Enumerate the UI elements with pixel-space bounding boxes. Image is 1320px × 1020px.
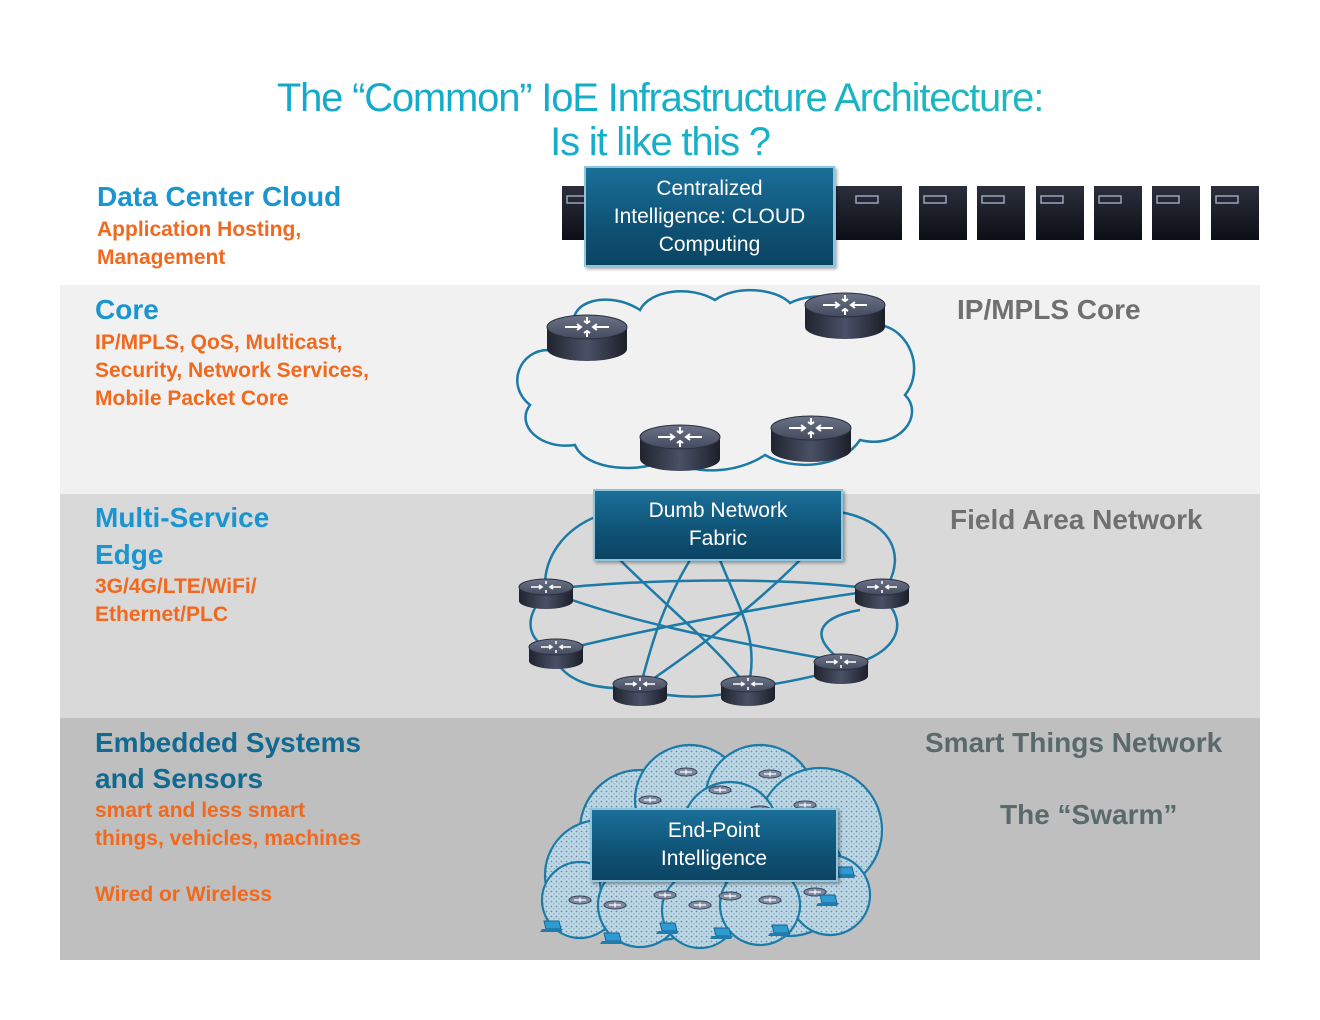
field-router-icon — [518, 578, 574, 610]
wired-or-wireless-label: Wired or Wireless — [95, 883, 273, 906]
core-desc-line1: IP/MPLS, QoS, Multicast, — [95, 331, 343, 354]
server-icon — [919, 186, 967, 240]
embedded-systems-desc-line2: things, vehicles, machines — [95, 827, 362, 850]
server-icon — [1036, 186, 1084, 240]
diagram-title-line2: Is it like this ? — [0, 120, 1320, 164]
field-area-network-label: Field Area Network — [950, 504, 1203, 535]
field-router-icon — [854, 578, 910, 610]
embedded-systems-heading-line1: Embedded Systems — [95, 727, 362, 758]
multi-service-edge-heading-line2: Edge — [95, 539, 164, 570]
server-icon — [1152, 186, 1200, 240]
core-heading: Core — [95, 294, 159, 325]
server-icon — [1211, 186, 1259, 240]
field-router-icon — [720, 675, 776, 707]
embedded-systems-desc-line1: smart and less smart — [95, 799, 306, 822]
core-router-icon — [804, 292, 886, 340]
field-router-icon — [612, 675, 668, 707]
server-icon — [977, 186, 1025, 240]
multi-service-edge-heading-line1: Multi-Service — [95, 502, 270, 533]
embedded-systems-heading-line2: and Sensors — [95, 763, 264, 794]
data-center-cloud-heading: Data Center Cloud — [97, 181, 342, 212]
end-point-intelligence-text: End-Point Intelligence — [660, 819, 768, 870]
centralized-intelligence-callout: Centralized Intelligence: CLOUD Computin… — [584, 166, 835, 267]
dumb-network-fabric-text: Dumb Network Fabric — [648, 499, 788, 550]
the-swarm-label: The “Swarm” — [1000, 799, 1178, 830]
field-router-icon — [813, 653, 869, 685]
core-desc-line3: Mobile Packet Core — [95, 387, 289, 410]
core-cloud-outline — [516, 289, 916, 472]
field-area-links — [529, 510, 899, 698]
multi-service-edge-desc-line2: Ethernet/PLC — [95, 603, 229, 626]
core-router-icon — [546, 314, 628, 362]
multi-service-edge-desc-line1: 3G/4G/LTE/WiFi/ — [95, 575, 257, 598]
data-center-cloud-desc-line1: Application Hosting, — [97, 218, 302, 241]
centralized-intelligence-text: Centralized Intelligence: CLOUD Computin… — [613, 176, 806, 256]
end-point-intelligence-callout: End-Point Intelligence — [590, 808, 838, 882]
core-router-icon — [770, 415, 852, 463]
server-icon — [1094, 186, 1142, 240]
data-center-cloud-desc-line2: Management — [97, 246, 226, 269]
ip-mpls-core-label: IP/MPLS Core — [957, 294, 1141, 325]
field-router-icon — [528, 638, 584, 670]
core-desc-line2: Security, Network Services, — [95, 359, 369, 382]
dumb-network-fabric-callout: Dumb Network Fabric — [593, 489, 843, 561]
diagram-title-line1: The “Common” IoE Infrastructure Architec… — [0, 76, 1320, 120]
smart-things-network-label: Smart Things Network — [925, 727, 1223, 758]
server-icon — [836, 186, 902, 240]
core-router-icon — [639, 424, 721, 472]
